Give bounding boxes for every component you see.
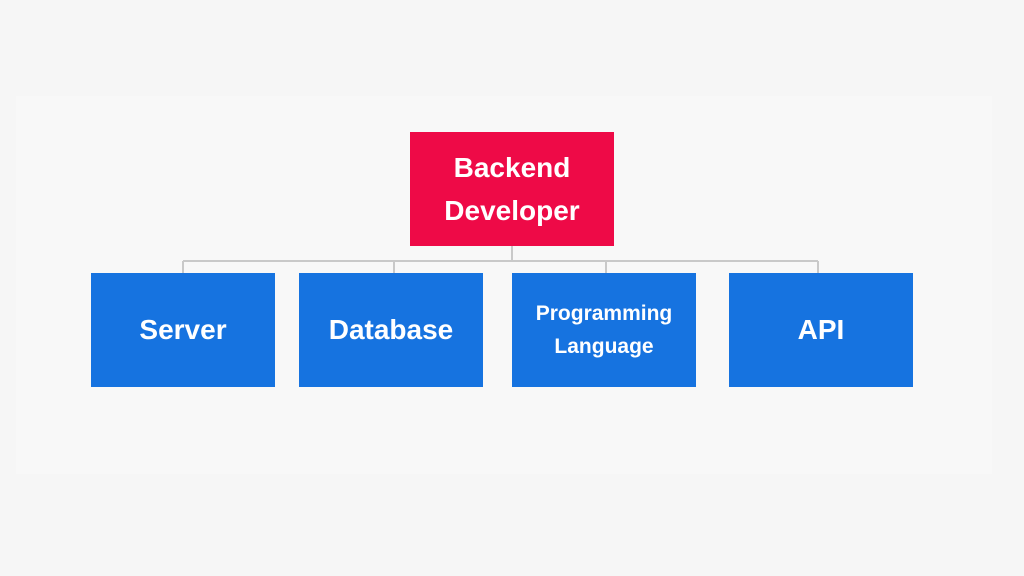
node-server-label: Server (139, 314, 227, 345)
node-programming-language: Programming Language (512, 273, 696, 387)
node-server: Server (91, 273, 275, 387)
node-backend-developer-label: Backend Developer (444, 152, 580, 226)
node-api-label: API (797, 314, 845, 345)
node-backend-developer: Backend Developer (410, 132, 614, 246)
node-database: Database (299, 273, 483, 387)
node-api: API (729, 273, 913, 387)
node-database-label: Database (328, 314, 454, 345)
node-programming-language-label: Programming Language (535, 302, 673, 358)
